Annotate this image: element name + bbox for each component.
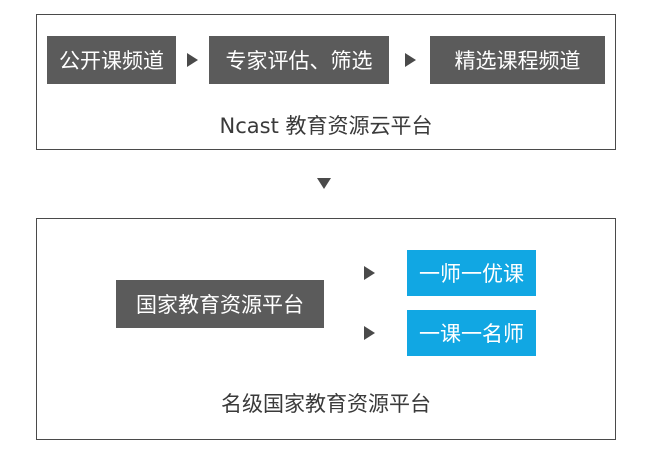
right-arrow-icon bbox=[187, 53, 198, 67]
top-panel-caption: Ncast 教育资源云平台 bbox=[219, 114, 433, 138]
step-expert-review: 专家评估、筛选 bbox=[209, 36, 389, 84]
down-arrow-icon bbox=[317, 178, 331, 189]
national-resource-platform: 国家教育资源平台 bbox=[116, 280, 324, 328]
right-arrow-icon bbox=[364, 266, 375, 280]
right-arrow-icon bbox=[405, 53, 416, 67]
target-one-teacher-one-course: 一师一优课 bbox=[407, 250, 536, 296]
step-selected-course-channel: 精选课程频道 bbox=[430, 36, 605, 84]
step-open-course-channel: 公开课频道 bbox=[47, 36, 176, 84]
right-arrow-icon bbox=[364, 326, 375, 340]
bottom-panel-caption: 名级国家教育资源平台 bbox=[221, 392, 431, 416]
target-one-course-one-teacher: 一课一名师 bbox=[407, 310, 536, 356]
